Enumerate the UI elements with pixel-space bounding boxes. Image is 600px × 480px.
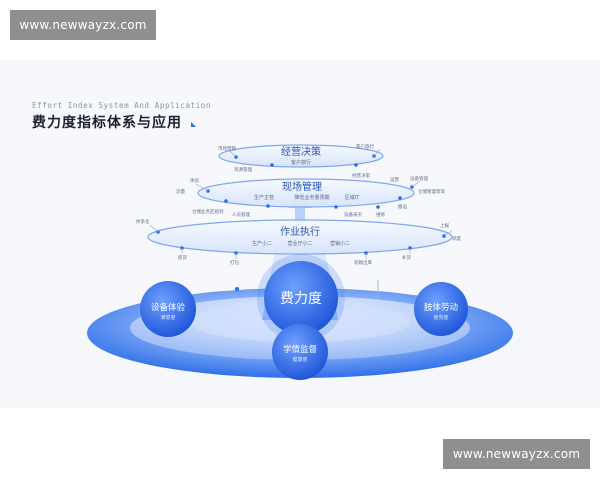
tag-m8: 人员管理 <box>232 211 250 218</box>
node-device-experience-title: 设备体验 <box>151 302 186 313</box>
node-effort-center <box>264 261 338 335</box>
decor-dot-left <box>235 287 239 291</box>
tag-t2: 经营决策 <box>352 172 370 179</box>
node-learning-supervision-sub: 健康度 <box>292 356 307 363</box>
level-decision-title: 经营决策 <box>281 145 321 158</box>
level-execution-sub-left: 生产小二 <box>252 240 272 247</box>
title-accent-mark <box>191 122 196 127</box>
level-decision-sub: 客户旅行 <box>291 159 311 166</box>
ring-decision <box>218 144 384 168</box>
tag-b3: 调度 <box>452 235 461 242</box>
tag-m11: 搬运 <box>398 203 407 210</box>
tag-b6: 装箱出库 <box>354 259 372 266</box>
ring-dots <box>156 154 446 255</box>
tag-m2: 流量 <box>176 188 185 195</box>
ring-execution <box>147 219 453 255</box>
node-learning-supervision-title: 学情监督 <box>283 344 318 355</box>
node-physical-labor <box>414 282 468 336</box>
tag-b4: 拣货 <box>178 254 187 261</box>
tag-b5: 打包 <box>230 259 239 266</box>
level-execution-sub-right: 营销小二 <box>330 240 350 247</box>
diagram-subtitle: Effort Index System And Application <box>32 101 212 110</box>
node-device-experience-sub: 满意度 <box>160 314 175 321</box>
node-learning-supervision <box>272 324 328 380</box>
tag-b7: 补货 <box>402 254 411 261</box>
node-effort-center-label: 费力度 <box>280 291 322 307</box>
level-management-sub-mid: 降低业务量预期 <box>294 194 329 201</box>
tag-m6: 设备管理 <box>410 175 428 182</box>
diagram-title: 费力度指标体系与应用 <box>32 115 182 131</box>
tag-b2: 上报 <box>440 222 449 229</box>
tag-m12: 仓储管理等等 <box>418 188 445 195</box>
level-management-title: 现场管理 <box>282 180 322 193</box>
tag-b1: 体系化 <box>136 218 150 225</box>
tag-t3: 客户旅行 <box>356 143 374 150</box>
tag-m1: 体验 <box>190 177 199 184</box>
tag-connectors <box>149 148 453 259</box>
level-execution-title: 作业执行 <box>280 225 320 238</box>
level-management-sub-left: 生产主管 <box>254 194 274 201</box>
tag-m10: 维修 <box>376 211 385 218</box>
node-device-experience <box>140 281 196 337</box>
watermark-top: www.newwayzx.com <box>10 10 156 40</box>
tag-m9: 设备采买 <box>344 211 362 218</box>
tag-t4: 资源管理 <box>234 166 252 173</box>
tag-m7: 仓储业务区规划 <box>192 208 224 215</box>
watermark-bottom: www.newwayzx.com <box>443 439 590 469</box>
level-execution-sub-mid: 营业厅小二 <box>287 240 312 247</box>
ring-management <box>197 178 415 208</box>
node-physical-labor-title: 肢体劳动 <box>424 302 459 313</box>
node-physical-labor-sub: 疲劳度 <box>433 314 448 321</box>
tag-m3: 运营 <box>390 176 399 183</box>
level-management-sub-right: 区域IT <box>345 194 360 201</box>
tag-t1: 市场营销 <box>218 145 236 152</box>
